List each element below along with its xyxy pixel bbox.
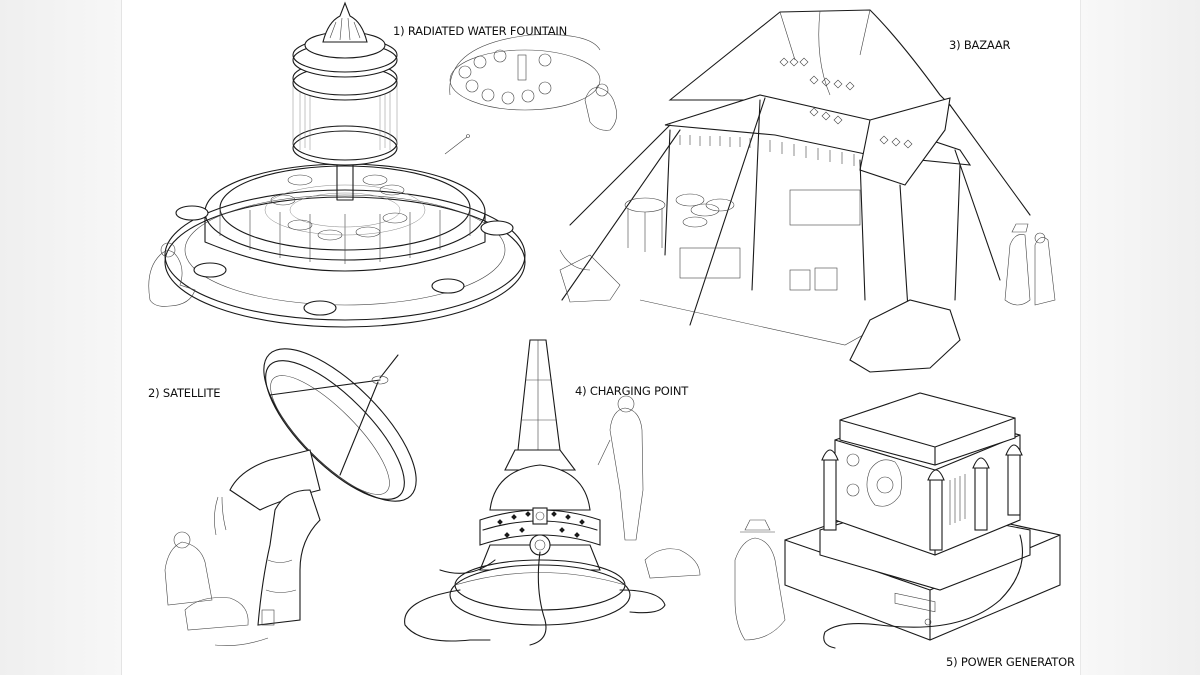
fountain-drawing-icon xyxy=(148,1,526,328)
satellite-dish-drawing-icon xyxy=(164,348,417,646)
right-margin xyxy=(1079,0,1200,675)
label-bazaar: 3) BAZAAR xyxy=(949,38,1011,52)
label-charging-point: 4) CHARGING POINT xyxy=(575,384,689,398)
charging-spire-drawing-icon xyxy=(404,339,701,646)
label-power-generator: 5) POWER GENERATOR xyxy=(946,655,1075,669)
generator-box-drawing-icon xyxy=(734,392,1061,649)
tent-drawing-icon xyxy=(559,9,1056,373)
fountain-topview-inset-icon xyxy=(449,34,617,131)
label-fountain: 1) RADIATED WATER FOUNTAIN xyxy=(393,24,568,38)
left-margin xyxy=(0,0,121,675)
label-satellite: 2) SATELLITE xyxy=(148,386,221,400)
